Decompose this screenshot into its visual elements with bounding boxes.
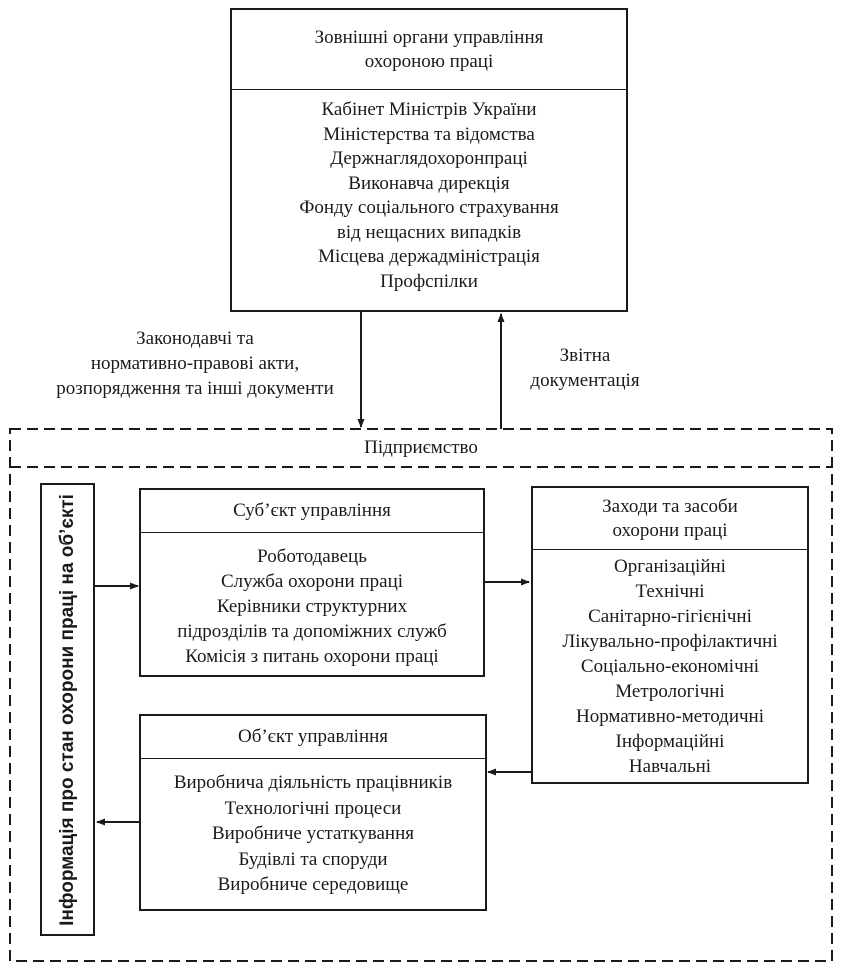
object-title: Об’єкт управління xyxy=(141,716,485,758)
measures-item: Організаційні xyxy=(614,556,726,577)
measures-title-line: охорони праці xyxy=(612,519,728,541)
enterprise-label-text: Підприємство xyxy=(364,437,478,458)
measures-box: Заходи та засоби охорони праці Організац… xyxy=(531,486,809,784)
subject-item: Служба охорони праці xyxy=(220,571,404,592)
measures-item: Метрологічні xyxy=(615,681,725,702)
enterprise-frame xyxy=(9,428,833,962)
up-flow-label-line: Звітна xyxy=(559,345,611,366)
object-item: Виробниче середовище xyxy=(217,874,409,895)
object-title-text: Об’єкт управління xyxy=(237,726,389,747)
measures-item: Навчальні xyxy=(628,756,712,777)
subject-item: Комісія з питань охорони праці xyxy=(185,646,439,667)
measures-title: Заходи та засоби охорони праці xyxy=(533,488,807,549)
measures-item: Інформаційні xyxy=(615,731,725,752)
up-flow-label-line: документація xyxy=(530,370,640,391)
down-flow-label-line: нормативно-правові акти, xyxy=(90,353,300,374)
info-box: Інформація про стан охорони праці на об’… xyxy=(40,483,95,936)
external-item: Виконавча дирекція xyxy=(348,172,510,194)
subject-item: Роботодавець xyxy=(257,546,367,567)
subject-item: Керівники структурних xyxy=(216,596,408,617)
measures-title-line: Заходи та засоби xyxy=(602,495,738,517)
subject-list: Роботодавець Служба охорони праці Керівн… xyxy=(141,544,483,675)
subject-title-text: Суб’єкт управління xyxy=(233,500,391,521)
subject-item: підрозділів та допоміжних служб xyxy=(177,621,447,642)
external-item: Профспілки xyxy=(380,270,478,292)
object-item: Виробнича діяльність працівників xyxy=(173,772,453,793)
measures-list: Організаційні Технічні Санітарно-гігієні… xyxy=(533,554,807,782)
object-separator xyxy=(141,758,485,759)
external-bodies-separator xyxy=(232,89,626,90)
external-bodies-title: Зовнішні органи управління охороною прац… xyxy=(232,10,626,89)
subject-separator xyxy=(141,532,483,533)
external-bodies-box: Зовнішні органи управління охороною прац… xyxy=(230,8,628,312)
object-list: Виробнича діяльність працівників Техноло… xyxy=(141,770,485,909)
info-box-label: Інформація про стан охорони праці на об’… xyxy=(56,493,78,926)
object-item: Технологічні процеси xyxy=(224,797,402,819)
measures-separator xyxy=(533,549,807,550)
measures-item: Санітарно-гігієнічні xyxy=(588,606,752,627)
down-flow-label-line: Законодавчі та xyxy=(136,328,254,349)
object-item: Будівлі та споруди xyxy=(238,848,388,870)
external-bodies-list: Кабінет Міністрів України Міністерства т… xyxy=(232,98,626,310)
measures-item: Технічні xyxy=(635,581,705,602)
external-item: Міністерства та відомства xyxy=(323,123,535,145)
up-flow-label: Звітна документація xyxy=(520,343,650,393)
external-title-line: охороною праці xyxy=(364,50,494,72)
down-flow-label-line: розпорядження та інші документи xyxy=(56,378,334,399)
measures-item: Нормативно-методичні xyxy=(575,706,764,727)
measures-item: Лікувально-профілактичні xyxy=(562,631,778,652)
down-flow-label: Законодавчі та нормативно-правові акти, … xyxy=(30,326,360,401)
external-title-line: Зовнішні органи управління xyxy=(314,26,544,48)
enterprise-label: Підприємство xyxy=(321,435,521,460)
external-item: від нещасних випадків xyxy=(336,221,522,243)
subject-box: Суб’єкт управління Роботодавець Служба о… xyxy=(139,488,485,677)
external-item: Держнаглядохоронпраці xyxy=(330,148,528,169)
external-item: Фонду соціального страхування xyxy=(299,197,559,218)
subject-title: Суб’єкт управління xyxy=(141,490,483,532)
external-item: Місцева держадміністрація xyxy=(318,246,540,267)
object-box: Об’єкт управління Виробнича діяльність п… xyxy=(139,714,487,911)
external-item: Кабінет Міністрів України xyxy=(321,99,537,120)
object-item: Виробниче устаткування xyxy=(212,823,414,844)
measures-item: Соціально-економічні xyxy=(580,656,760,677)
